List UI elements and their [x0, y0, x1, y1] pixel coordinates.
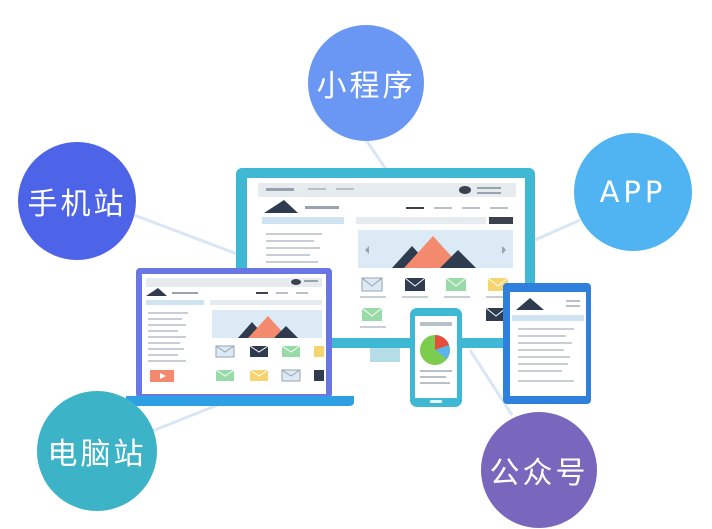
connector-wx [468, 349, 514, 416]
app-bubble: APP [574, 133, 692, 251]
connector-mobile [133, 213, 241, 257]
connector-pc [149, 400, 226, 434]
mini-program-bubble: 小程序 [308, 25, 424, 141]
official-account-label: 公众号 [489, 456, 589, 491]
app-label: APP [599, 175, 667, 209]
pc-site-label: 电脑站 [47, 437, 147, 472]
mini-program-label: 小程序 [316, 69, 416, 104]
official-account-bubble: 公众号 [481, 412, 597, 528]
monitor-mail-icons [361, 277, 509, 321]
monitor-stand [370, 348, 400, 362]
laptop-base [126, 396, 354, 406]
mobile-site-bubble: 手机站 [18, 142, 136, 260]
mobile-site-label: 手机站 [27, 187, 127, 222]
tablet [503, 283, 591, 404]
phone [410, 308, 462, 407]
connector-app [534, 218, 581, 242]
pc-site-bubble: 电脑站 [37, 391, 157, 511]
laptop [126, 268, 354, 406]
